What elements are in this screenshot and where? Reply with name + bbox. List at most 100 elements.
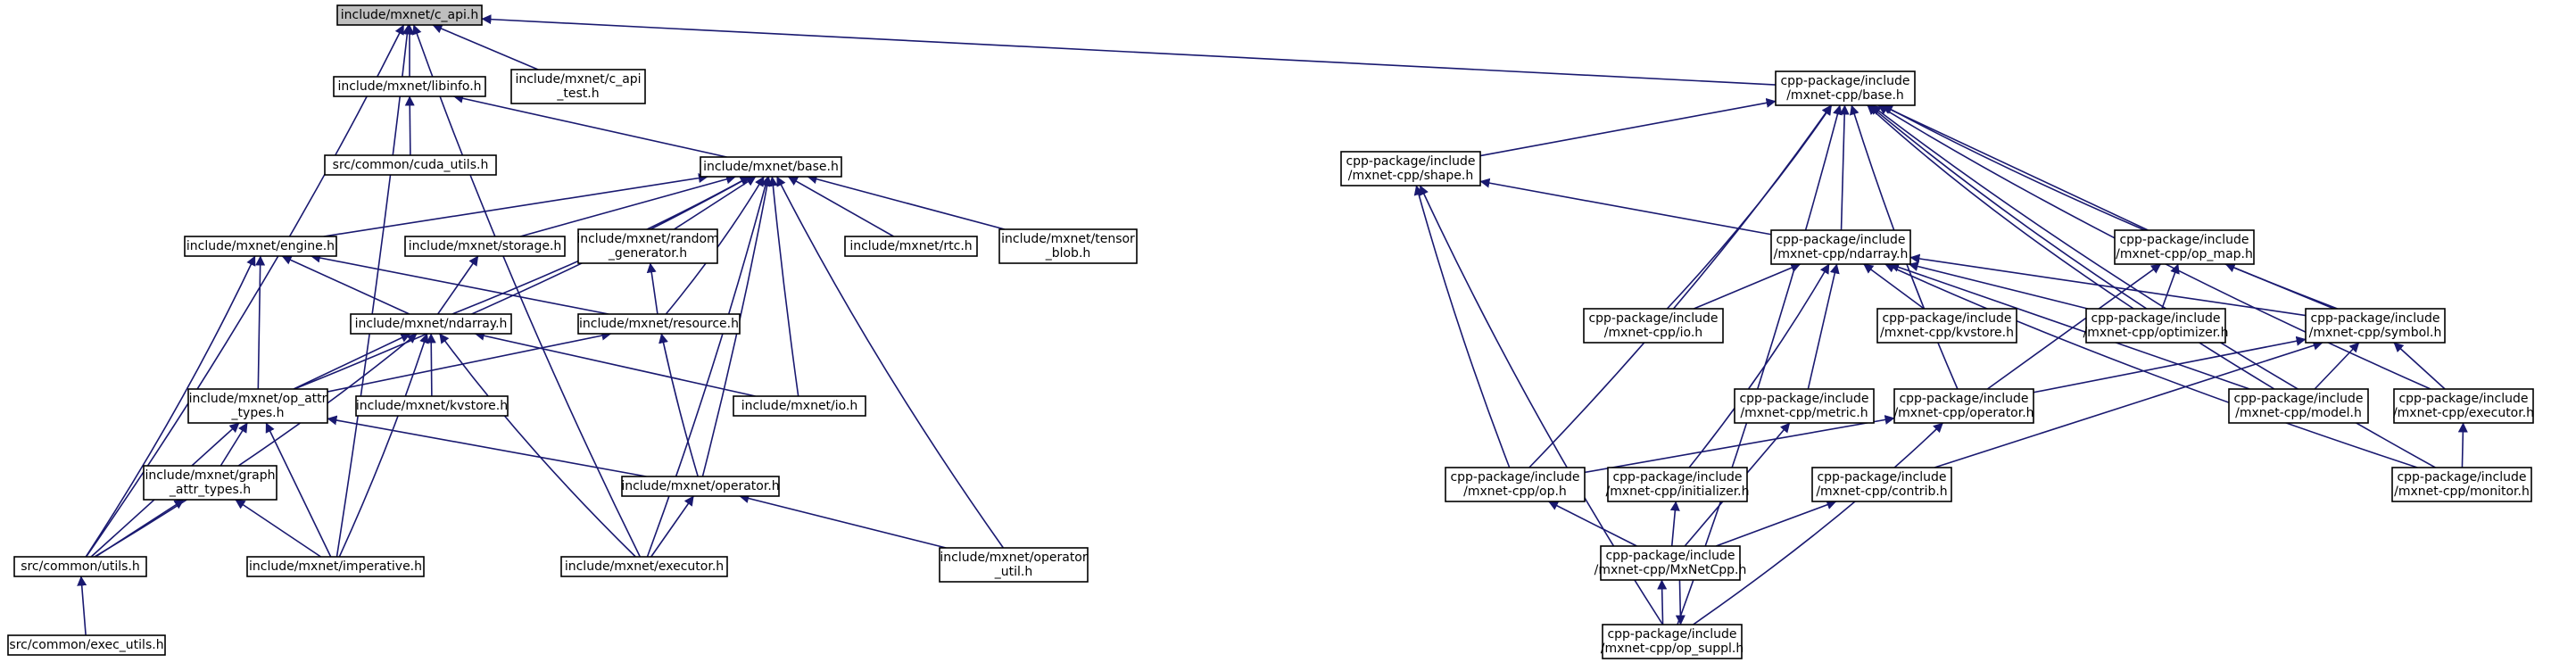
edge-resource-includes-engine xyxy=(310,253,609,315)
edge-utils-includes-graph_attr_types xyxy=(95,499,185,558)
edge-cpp_op_suppl-includes-cpp_operator xyxy=(1693,422,1944,625)
edge-cpp_optimizer-includes-cpp_op_map xyxy=(2161,263,2180,310)
edge-cpp_mxnetcpp-includes-cpp_initializer xyxy=(1669,501,1680,547)
node-label: /mxnet-cpp/optimizer.h xyxy=(2083,326,2229,340)
node-label: _util.h xyxy=(994,565,1032,579)
edge-ndarray-includes-engine xyxy=(281,255,410,315)
node-libinfo[interactable]: include/mxnet/libinfo.h xyxy=(333,76,486,97)
edge-cpp_mxnetcpp-includes-cpp_op xyxy=(1548,501,1637,547)
node-label: include/mxnet/tensor xyxy=(1001,232,1135,246)
node-cpp-kvstore[interactable]: cpp-package/include/mxnet-cpp/kvstore.h xyxy=(1876,308,2017,344)
node-c-api[interactable]: include/mxnet/c_api.h xyxy=(336,4,483,26)
edge-base-includes-libinfo xyxy=(452,93,727,158)
node-cpp-operator[interactable]: cpp-package/include/mxnet-cpp/operator.h xyxy=(1893,388,2034,424)
node-op-attr-types[interactable]: include/mxnet/op_attr_types.h xyxy=(187,388,328,424)
node-kvstore[interactable]: include/mxnet/kvstore.h xyxy=(355,395,509,417)
node-label: /mxnet-cpp/symbol.h xyxy=(2309,326,2442,340)
node-utils[interactable]: src/common/utils.h xyxy=(13,556,147,577)
node-box xyxy=(350,313,512,335)
node-cpp-io[interactable]: cpp-package/include/mxnet-cpp/io.h xyxy=(1583,308,1724,344)
node-resource[interactable]: include/mxnet/resource.h xyxy=(577,313,741,335)
file-nodes: include/mxnet/c_api.h include/mxnet/libin… xyxy=(7,4,2534,659)
node-box xyxy=(1607,467,1748,502)
node-box xyxy=(700,156,842,178)
node-label: include/mxnet/c_api.h xyxy=(341,8,478,22)
node-box xyxy=(1876,308,2017,344)
edge-resource-includes-random_generator xyxy=(646,262,658,315)
edge-tensor_blob-includes-base xyxy=(807,174,1006,230)
node-executor[interactable]: include/mxnet/executor.h xyxy=(560,556,728,577)
node-cpp-mxnetcpp[interactable]: cpp-package/include/mxnet-cpp/MxNetCpp.h xyxy=(1594,545,1747,581)
node-storage[interactable]: include/mxnet/storage.h xyxy=(404,236,566,257)
node-cpp-initializer[interactable]: cpp-package/include/mxnet-cpp/initialize… xyxy=(1606,467,1750,502)
node-ndarray[interactable]: include/mxnet/ndarray.h xyxy=(350,313,512,335)
node-cpp-model[interactable]: cpp-package/include/mxnet-cpp/model.h xyxy=(2228,388,2369,424)
node-operator-util[interactable]: include/mxnet/operator_util.h xyxy=(939,547,1089,583)
node-box xyxy=(1445,467,1586,502)
node-label: include/mxnet/storage.h xyxy=(409,239,562,253)
node-box xyxy=(1775,70,1916,106)
edge-cpp_op_map-includes-cpp_base xyxy=(1881,104,2149,231)
node-imperative[interactable]: include/mxnet/imperative.h xyxy=(246,556,425,577)
node-label: /mxnet-cpp/op.h xyxy=(1463,485,1567,499)
node-cpp-symbol[interactable]: cpp-package/include/mxnet-cpp/symbol.h xyxy=(2305,308,2446,344)
node-cpp-metric[interactable]: cpp-package/include/mxnet-cpp/metric.h xyxy=(1734,388,1875,424)
node-base[interactable]: include/mxnet/base.h xyxy=(700,156,842,178)
edge-executor-includes-operator xyxy=(650,495,694,558)
node-random-generator[interactable]: include/mxnet/random_generator.h xyxy=(576,228,719,264)
node-label: cpp-package/include xyxy=(1612,470,1742,485)
node-box xyxy=(1602,624,1743,659)
node-rtc[interactable]: include/mxnet/rtc.h xyxy=(844,236,978,257)
node-cpp-base[interactable]: cpp-package/include/mxnet-cpp/base.h xyxy=(1775,70,1916,106)
node-box xyxy=(246,556,425,577)
edge-resource-includes-base xyxy=(665,176,765,315)
node-label: /mxnet-cpp/op_map.h xyxy=(2116,247,2253,261)
edge-exec_utils-includes-utils xyxy=(77,576,87,636)
node-label: cpp-package/include xyxy=(2398,392,2528,406)
node-label: _generator.h xyxy=(608,246,687,261)
node-cpp-shape[interactable]: cpp-package/include/mxnet-cpp/shape.h xyxy=(1340,151,1481,186)
node-box xyxy=(187,388,328,424)
node-label: include/mxnet/operator.h xyxy=(621,479,779,493)
node-cuda-utils[interactable]: src/common/cuda_utils.h xyxy=(324,154,497,176)
node-box xyxy=(560,556,728,577)
node-operator[interactable]: include/mxnet/operator.h xyxy=(621,476,780,497)
node-label: src/common/exec_utils.h xyxy=(9,638,163,652)
node-label: /mxnet-cpp/operator.h xyxy=(1893,406,2033,420)
edge-cpp_symbol-includes-cpp_base xyxy=(1882,104,2338,310)
node-label: /mxnet-cpp/op_suppl.h xyxy=(1601,642,1744,656)
node-box xyxy=(7,634,166,656)
edge-op_attr_types-includes-engine xyxy=(255,255,266,390)
node-label: cpp-package/include xyxy=(2233,392,2363,406)
node-exec-utils[interactable]: src/common/exec_utils.h xyxy=(7,634,166,656)
node-engine[interactable]: include/mxnet/engine.h xyxy=(184,236,337,257)
node-cpp-contrib[interactable]: cpp-package/include/mxnet-cpp/contrib.h xyxy=(1811,467,1952,502)
node-box xyxy=(577,228,718,264)
edge-cpp_optimizer-includes-cpp_ndarray xyxy=(1908,261,2088,310)
node-box xyxy=(733,395,866,417)
node-io[interactable]: include/mxnet/io.h xyxy=(733,395,866,417)
edge-imperative-includes-ndarray xyxy=(338,333,429,558)
edge-op_attr_types-includes-resource xyxy=(327,330,612,393)
node-label: /mxnet-cpp/ndarray.h xyxy=(1774,247,1909,261)
edge-io-includes-ndarray xyxy=(474,330,756,397)
node-graph-attr-types[interactable]: include/mxnet/graph_attr_types.h xyxy=(143,465,277,501)
node-cpp-executor[interactable]: cpp-package/include/mxnet-cpp/executor.h xyxy=(2393,388,2534,424)
node-box xyxy=(2114,229,2255,265)
node-cpp-op-map[interactable]: cpp-package/include/mxnet-cpp/op_map.h xyxy=(2114,229,2255,265)
node-cpp-op[interactable]: cpp-package/include/mxnet-cpp/op.h xyxy=(1445,467,1586,502)
edge-cpp_kvstore-includes-cpp_ndarray xyxy=(1863,263,1925,310)
node-cpp-monitor[interactable]: cpp-package/include/mxnet-cpp/monitor.h xyxy=(2391,467,2532,502)
node-cpp-optimizer[interactable]: cpp-package/include/mxnet-cpp/optimizer.… xyxy=(2083,308,2229,344)
node-cpp-op-suppl[interactable]: cpp-package/include/mxnet-cpp/op_suppl.h xyxy=(1601,624,1744,659)
node-cpp-ndarray[interactable]: cpp-package/include/mxnet-cpp/ndarray.h xyxy=(1770,229,1911,265)
node-box xyxy=(1770,229,1911,265)
edge-utils-includes-ndarray xyxy=(94,333,418,558)
edge-ndarray-includes-storage xyxy=(436,255,479,315)
node-c-api-test[interactable]: include/mxnet/c_api_test.h xyxy=(510,69,646,104)
node-tensor-blob[interactable]: include/mxnet/tensor_blob.h xyxy=(998,228,1138,264)
node-box xyxy=(404,236,566,257)
edge-cpp_model-includes-cpp_base xyxy=(1868,104,2275,390)
node-box xyxy=(1340,151,1481,186)
edge-cpp_io-includes-cpp_base xyxy=(1666,104,1833,310)
